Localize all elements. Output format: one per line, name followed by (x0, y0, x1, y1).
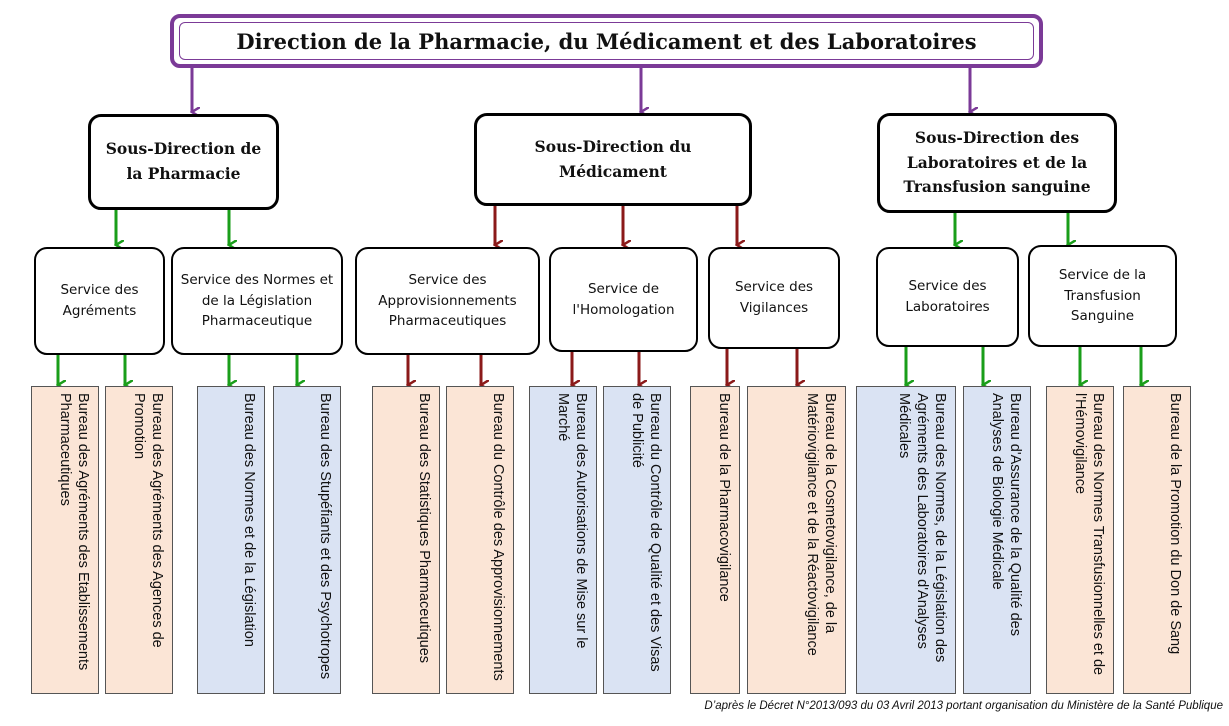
service-laboratoires: Service des Laboratoires (876, 247, 1019, 347)
service-transfusion: Service de la Transfusion Sanguine (1028, 245, 1177, 347)
service-homologation: Service de l'Homologation (549, 247, 698, 352)
bureau-agrements-etablissements: Bureau des Agréments des Etablissements … (31, 386, 99, 694)
bureau-label: Bureau de la Pharmacovigilance (716, 393, 732, 602)
service-approvisionnements: Service des Approvisionnements Pharmaceu… (355, 247, 540, 355)
source-footnote: D’après le Décret N°2013/093 du 03 Avril… (704, 700, 1223, 712)
service-normes-legislation: Service des Normes et de la Législation … (171, 247, 343, 355)
service-agrements: Service des Agréments (34, 247, 165, 355)
bureau-label: Bureau de la Cosmetovigilance, de la Mat… (804, 393, 838, 656)
direction-title: Direction de la Pharmacie, du Médicament… (179, 22, 1034, 60)
bureau-label: Bureau de la Promotion du Don de Sang (1167, 393, 1183, 655)
bureau-controle-approvisionnements: Bureau du Contrôle des Approvisionnement… (446, 386, 514, 694)
bureau-normes-transfusionnelles: Bureau des Normes Transfusionnelles et d… (1046, 386, 1114, 694)
bureau-label: Bureau des Autorisations de Mise sur le … (555, 393, 589, 649)
bureau-cosmetovigilance: Bureau de la Cosmetovigilance, de la Mat… (747, 386, 846, 694)
bureau-promotion-don-sang: Bureau de la Promotion du Don de Sang (1123, 386, 1191, 694)
bureau-controle-qualite-visas: Bureau du Contrôle de Qualité et des Vis… (603, 386, 671, 694)
bureau-statistiques: Bureau des Statistiques Pharmaceutiques (372, 386, 440, 694)
sous-direction-medicament: Sous-Direction du Médicament (474, 113, 752, 206)
direction-box: Direction de la Pharmacie, du Médicament… (170, 14, 1043, 68)
bureau-normes-agrements-laboratoires: Bureau des Normes, de la Législation des… (856, 386, 956, 694)
bureau-autorisations-mise-sur-marche: Bureau des Autorisations de Mise sur le … (529, 386, 597, 694)
bureau-label: Bureau des Stupéfiants et des Psychotrop… (317, 393, 333, 680)
bureau-label: Bureau d'Assurance de la Qualité des Ana… (989, 393, 1023, 636)
bureau-label: Bureau du Contrôle des Approvisionnement… (490, 393, 506, 681)
bureau-label: Bureau des Statistiques Pharmaceutiques (416, 393, 432, 664)
bureau-assurance-qualite: Bureau d'Assurance de la Qualité des Ana… (963, 386, 1031, 694)
bureau-agrements-agences: Bureau des Agréments des Agences de Prom… (105, 386, 173, 694)
bureau-pharmacovigilance: Bureau de la Pharmacovigilance (690, 386, 740, 694)
bureau-label: Bureau des Agréments des Agences de Prom… (131, 393, 165, 648)
bureau-label: Bureau du Contrôle de Qualité et des Vis… (629, 393, 663, 672)
bureau-label: Bureau des Agréments des Etablissements … (57, 393, 91, 671)
bureau-stupefiants: Bureau des Stupéfiants et des Psychotrop… (273, 386, 341, 694)
bureau-label: Bureau des Normes, de la Législation des… (896, 393, 948, 663)
bureau-normes-legislation: Bureau des Normes et de la Législation (197, 386, 265, 694)
sous-direction-pharmacie: Sous-Direction de la Pharmacie (88, 114, 279, 210)
bureau-label: Bureau des Normes Transfusionnelles et d… (1072, 393, 1106, 676)
sous-direction-laboratoires: Sous-Direction des Laboratoires et de la… (877, 113, 1117, 213)
bureau-label: Bureau des Normes et de la Législation (241, 393, 257, 647)
service-vigilances: Service des Vigilances (708, 247, 840, 349)
